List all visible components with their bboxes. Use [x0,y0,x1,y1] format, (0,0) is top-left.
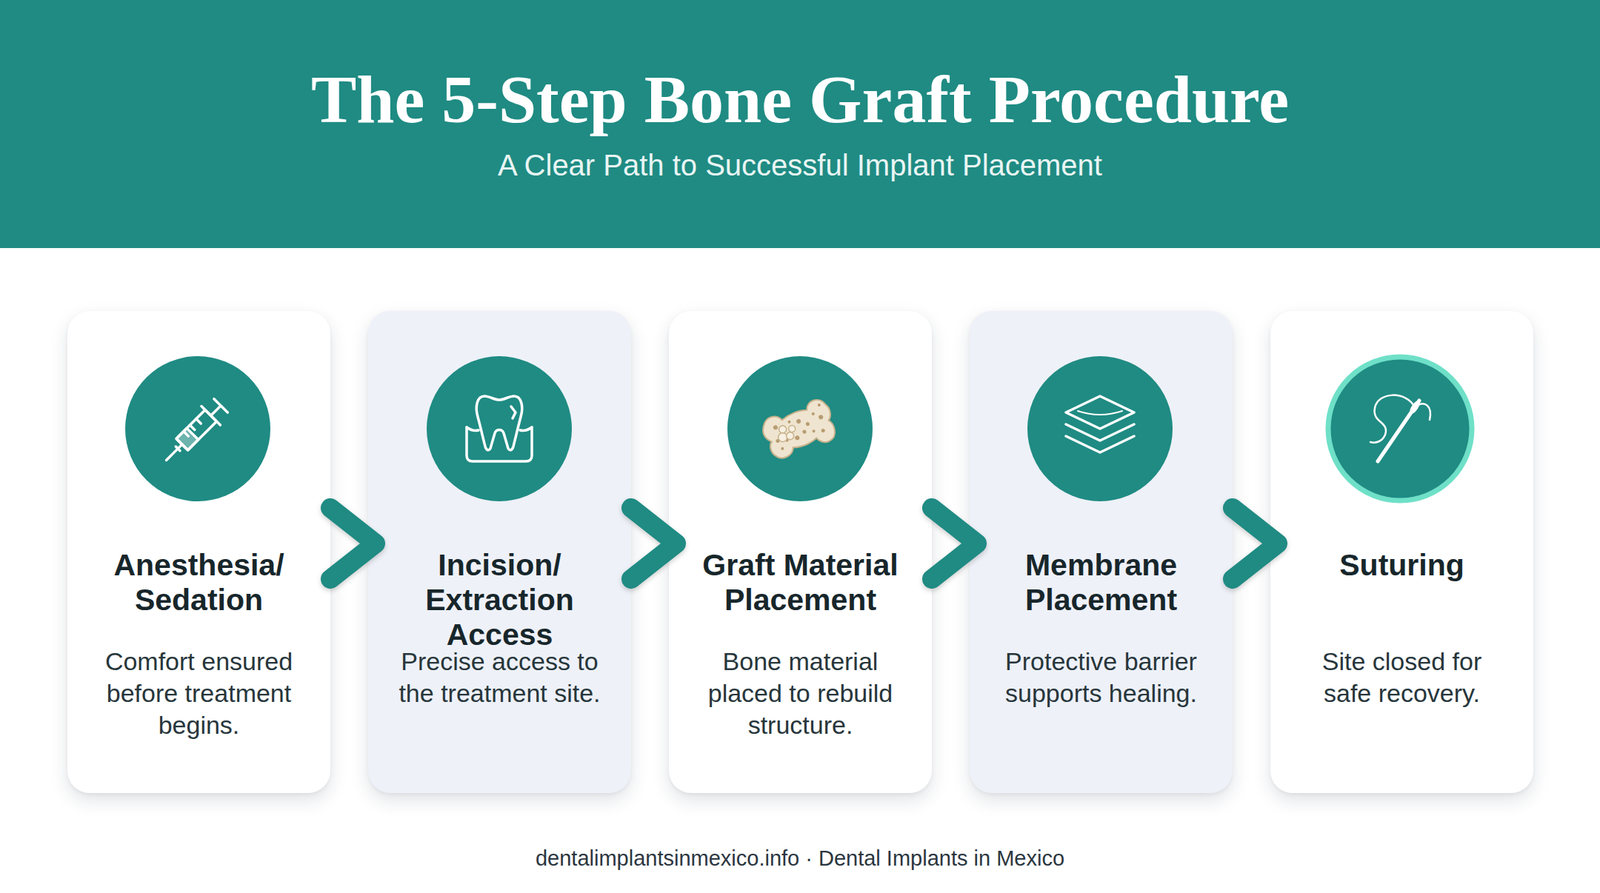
suture-thread [1414,403,1431,420]
chevron-connector [330,508,376,580]
icon-circle [1328,357,1472,501]
icon-circle [426,356,572,502]
needle-shaft [1377,400,1420,462]
icon-circle [125,356,271,502]
step-description: Site closed for safe recovery. [1297,645,1508,710]
bone-shape [758,395,840,463]
step-description: Bone material placed to rebuild structur… [695,645,906,742]
syringe-icon [125,356,271,502]
tooth-crack [511,406,516,419]
gum-outline [466,427,532,462]
needle-eye [1409,401,1420,415]
header-band [0,0,1600,249]
title: The 5-Step Bone Graft Procedure [0,65,1600,134]
chevron-connector [631,508,677,580]
step-heading: Membrane Placement [975,548,1227,618]
chevron-connector [931,508,978,580]
step-description: Protective barrier supports healing. [996,645,1207,710]
suture-thread [1370,395,1415,443]
tooth-icon [426,356,572,502]
syringe-plunger [201,396,231,426]
graft-granules [774,421,799,444]
bone-pores [768,402,832,452]
step-card: Anesthesia/ SedationComfort ensured befo… [67,311,331,794]
step-card: Incision/ Extraction AccessPrecise acces… [368,311,632,794]
membrane-layer [1065,396,1135,429]
membrane-icon [1027,356,1173,502]
suture-icon [1328,357,1472,501]
tooth-outline [476,396,522,451]
step-heading: Graft Material Placement [674,548,926,618]
membrane-fold [1077,411,1123,415]
membrane-layer [1065,424,1135,441]
step-card: Membrane PlacementProtective barrier sup… [969,311,1233,794]
syringe-fill [176,428,199,451]
syringe-needle [164,442,185,463]
step-heading: Suturing [1276,548,1528,583]
icon-circle [727,356,873,502]
step-card: SuturingSite closed for safe recovery. [1270,311,1534,794]
step-heading: Incision/ Extraction Access [374,548,626,653]
gum-line [466,427,532,432]
step-description: Comfort ensured before treatment begins. [94,645,305,742]
bone-graft-icon [727,356,873,502]
membrane-layer [1065,436,1135,453]
icon-circle [1027,356,1173,502]
step-heading: Anesthesia/ Sedation [73,548,325,618]
syringe-marks [183,419,201,437]
subtitle: A Clear Path to Successful Implant Place… [0,148,1600,182]
step-card: Graft Material PlacementBone material pl… [668,311,932,794]
step-description: Precise access to the treatment site. [394,645,606,710]
chevron-connector [1232,508,1278,580]
footer-credit: dentalimplantsinmexico.info · Dental Imp… [0,846,1600,872]
syringe-barrel [176,410,217,451]
